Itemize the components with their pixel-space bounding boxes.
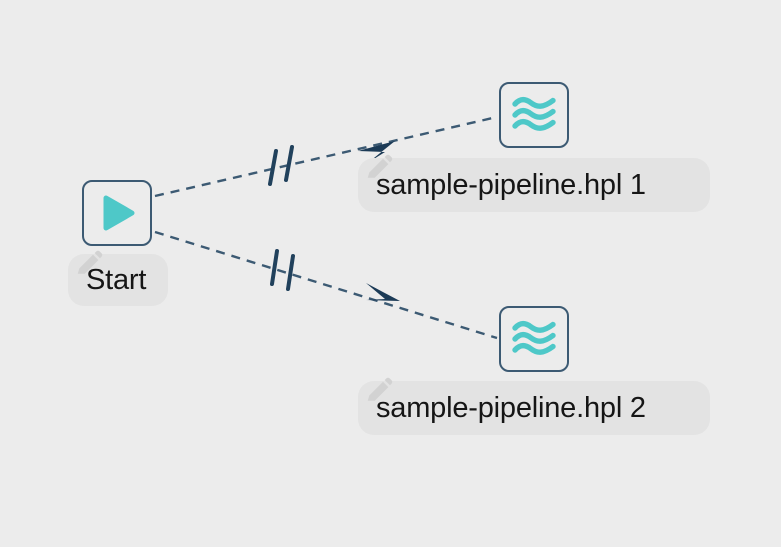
pipeline-waves-icon	[512, 96, 556, 131]
node-pipeline-1-label-chip[interactable]: sample-pipeline.hpl 1	[358, 154, 710, 212]
pipeline-waves-icon	[512, 320, 556, 355]
hop-start-to-pipeline-1[interactable]	[154, 115, 498, 198]
hop-line	[154, 230, 498, 340]
node-pipeline-1-label: sample-pipeline.hpl 1	[376, 168, 646, 201]
node-start-label: Start	[86, 263, 147, 296]
node-start-label-chip[interactable]: Start	[68, 250, 168, 306]
parallel-bars-icon	[270, 249, 295, 291]
node-pipeline-2-label-chip[interactable]: sample-pipeline.hpl 2	[358, 377, 710, 435]
play-icon	[103, 195, 135, 231]
node-pipeline-2[interactable]	[499, 306, 569, 372]
node-pipeline-1[interactable]	[499, 82, 569, 148]
node-pipeline-2-label: sample-pipeline.hpl 2	[376, 391, 646, 424]
node-start[interactable]	[82, 180, 152, 246]
hop-start-to-pipeline-2[interactable]	[154, 230, 498, 340]
hop-arrowhead	[366, 283, 400, 301]
hop-line	[154, 115, 498, 198]
hop-arrowhead	[358, 141, 395, 162]
parallel-bars-icon	[268, 145, 294, 186]
